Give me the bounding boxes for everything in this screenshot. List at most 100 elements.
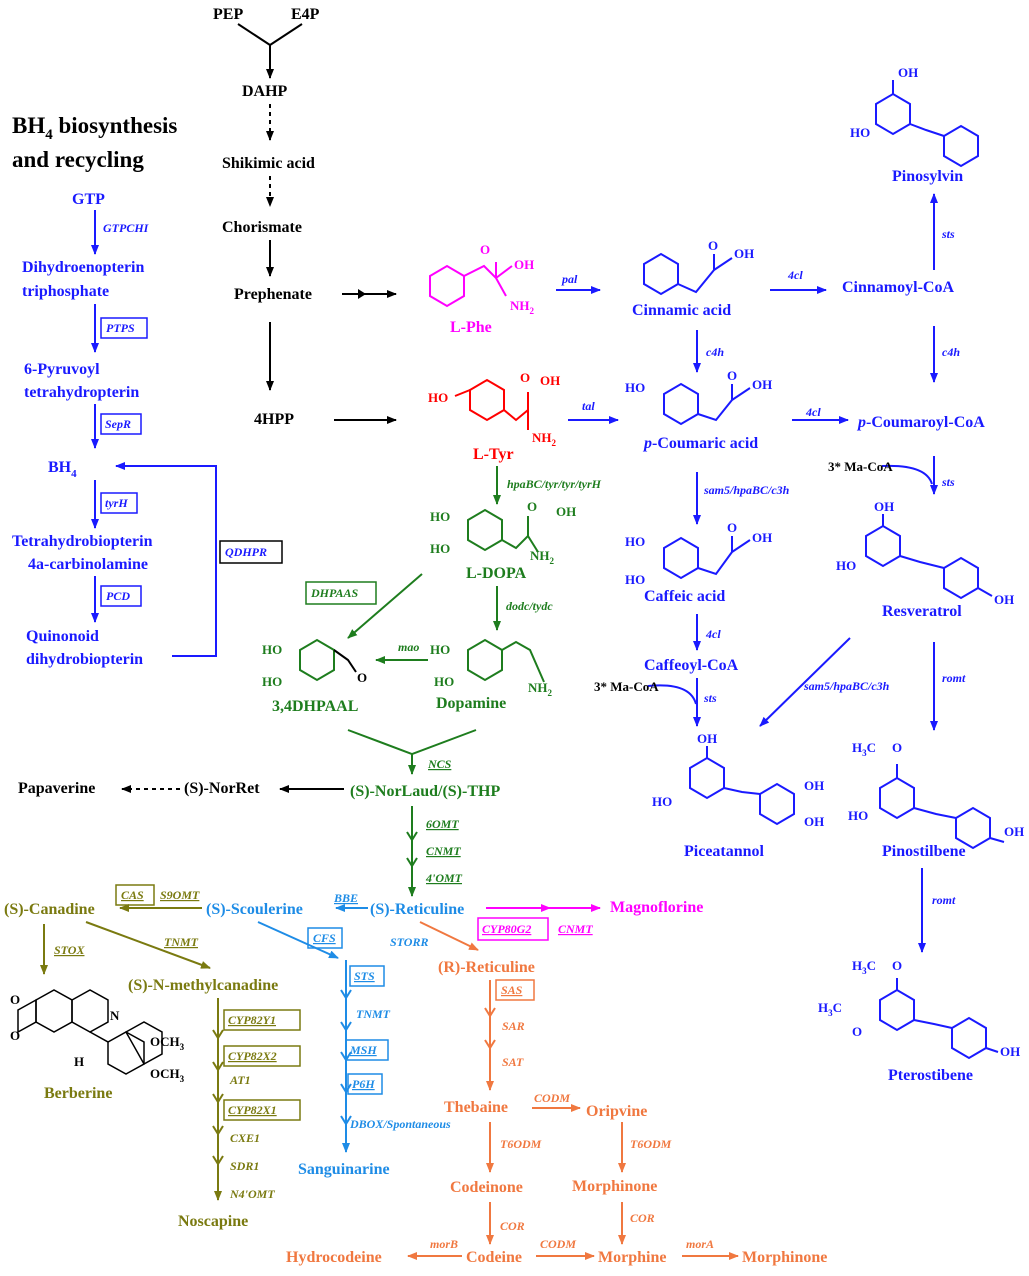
- berberine-ring-a: [35, 989, 73, 1033]
- dopamine-label: Dopamine: [436, 695, 506, 712]
- phe-oh: OH: [514, 257, 534, 272]
- sts-label-2: sts: [941, 475, 955, 489]
- cnmt-label: CNMT: [426, 844, 461, 858]
- pinosylvin-bonds: [892, 80, 945, 137]
- pinosylvin-ring-1: [875, 92, 911, 136]
- cor-label-1: COR: [500, 1219, 525, 1233]
- norlaud-label: (S)-NorLaud/(S)-THP: [350, 783, 500, 800]
- thebaine-ticks: [484, 1007, 496, 1050]
- pep-label: PEP: [213, 6, 243, 23]
- dopamine-nh2: NH2: [528, 680, 553, 698]
- 6omt-label: 6OMT: [426, 817, 459, 831]
- qdhpr-label: QDHPR: [225, 545, 267, 559]
- piceatannol-ho: HO: [652, 794, 672, 809]
- pcoumaric-ring: [663, 382, 699, 426]
- norret-label: (S)-NorRet: [184, 780, 260, 797]
- cinnamic-oh: OH: [734, 246, 754, 261]
- dhpaas-box: [305, 581, 377, 605]
- shikimic-acid-label: Shikimic acid: [222, 155, 315, 172]
- p6h-label: P6H: [352, 1077, 375, 1091]
- pinostilbene-h3c: H3C: [852, 740, 876, 758]
- dopa-to-dhpaal-arrow: [347, 573, 423, 639]
- tnmt-canadine-label: TNMT: [164, 935, 199, 949]
- tetrahydrobiopterin-label: Tetrahydrobiopterin: [12, 533, 153, 550]
- pinostilbene-oh: OH: [1004, 824, 1024, 839]
- pterostibene-label: Pterostibene: [888, 1067, 973, 1084]
- sam5-label-1: sam5/hpaBC/c3h: [703, 483, 790, 497]
- ptps-box: [100, 317, 148, 339]
- resveratrol-ho: HO: [836, 558, 856, 573]
- pcoumaric-oh: OH: [752, 377, 772, 392]
- gtpchi-label: GTPCHI: [103, 221, 150, 235]
- cyp82x2-box: [223, 1045, 301, 1067]
- canadine-label: (S)-Canadine: [4, 901, 95, 918]
- at1-label: AT1: [229, 1073, 251, 1087]
- dopa-o: O: [527, 499, 537, 514]
- resveratrol-oh1: OH: [874, 499, 894, 514]
- pterostibene-o2: O: [852, 1024, 862, 1039]
- hpabc-label: hpaBC/tyr/tyr/tyrH: [507, 477, 602, 491]
- resveratrol-bonds: [882, 514, 993, 597]
- dopa-ring: [467, 508, 503, 552]
- macoa-label-1: 3* Ma-CoA: [828, 459, 893, 474]
- resveratrol-label: Resveratrol: [882, 603, 962, 620]
- phe-ring: [429, 264, 465, 308]
- storr-label: STORR: [390, 935, 428, 949]
- p-coumaroyl-coa-label: p-Coumaroyl-CoA: [856, 414, 985, 431]
- noscapine-branch: CAS S9OMT (S)-Canadine STOX TNMT O O N H…: [4, 884, 301, 1230]
- dhpaas-label: DHPAAS: [310, 586, 358, 600]
- pinostilbene-bonds: [896, 764, 1005, 843]
- berberine-structure: [17, 989, 163, 1075]
- pterostibene-h3c1: H3C: [852, 958, 876, 976]
- pcd-label: PCD: [106, 589, 130, 603]
- mao-label: mao: [398, 640, 419, 654]
- t6odm-label-2: T6ODM: [630, 1137, 672, 1151]
- pinosylvin-label: Pinosylvin: [892, 168, 963, 185]
- cor-label-2: COR: [630, 1211, 655, 1225]
- pinostilbene-ring-2: [955, 806, 991, 850]
- macoa-label-2: 3* Ma-CoA: [594, 679, 659, 694]
- morphine-label: Morphine: [598, 1249, 666, 1266]
- pcd-box: [100, 585, 142, 607]
- morb-label: morB: [430, 1237, 458, 1251]
- dopa-chain: [501, 516, 539, 553]
- dihydroenopterin-label: Dihydroenopterin: [22, 259, 144, 276]
- double-arrow-head: [358, 289, 366, 299]
- bh4-section-title: BH4 biosynthesis: [12, 113, 177, 143]
- pep-e4p-arrow: [237, 23, 303, 78]
- scoulerine-label: (S)-Scoulerine: [206, 901, 303, 918]
- pterostibene-h3c2: H3C: [818, 1000, 842, 1018]
- morphinone-label-1: Morphinone: [572, 1178, 657, 1195]
- berberine-o2: O: [10, 1028, 20, 1043]
- 4omt-label: 4'OMT: [425, 871, 463, 885]
- resveratrol-to-piceatannol-arrow: [759, 637, 851, 727]
- cas-box: [115, 884, 155, 906]
- pcoumaric-chain: [697, 384, 751, 422]
- sts-label-1: sts: [941, 227, 955, 241]
- codm-label-1: CODM: [534, 1091, 570, 1105]
- dopamine-chain: [501, 640, 545, 683]
- reticuline-hub: (S)-Reticuline Magnoflorine CYP80G2 CNMT…: [333, 891, 703, 951]
- pal-label: pal: [561, 272, 578, 286]
- caffeic-ho2: HO: [625, 572, 645, 587]
- piceatannol-oh2: OH: [804, 778, 824, 793]
- sts-bia-label: STS: [354, 969, 375, 983]
- sepr-box: [100, 413, 142, 435]
- shikimate-path: PEP E4P DAHP Shikimic acid Chorismate Pr…: [18, 6, 397, 797]
- berberine-n: N: [110, 1008, 120, 1023]
- tetrahydropterin-label: tetrahydropterin: [24, 384, 139, 401]
- dhpaal-ho2: HO: [262, 674, 282, 689]
- bbe-label: BBE: [333, 891, 358, 905]
- l-phe-structure: O OH NH2 L-Phe: [429, 242, 535, 336]
- cyp82x1-box: [223, 1099, 301, 1121]
- phe-chain: [463, 262, 513, 297]
- pterostibene-bonds: [896, 978, 999, 1053]
- resveratrol-ring-2: [943, 556, 979, 600]
- cyp82y1-label: CYP82Y1: [228, 1013, 276, 1027]
- oripvine-label: Oripvine: [586, 1103, 647, 1120]
- berberine-och3-1: OCH3: [150, 1034, 185, 1052]
- mora-label: morA: [686, 1237, 714, 1251]
- romt-label-1: romt: [942, 671, 966, 685]
- l-tyr-structure: HO O OH NH2 L-Tyr: [428, 370, 560, 463]
- cinnamic-o: O: [708, 238, 718, 253]
